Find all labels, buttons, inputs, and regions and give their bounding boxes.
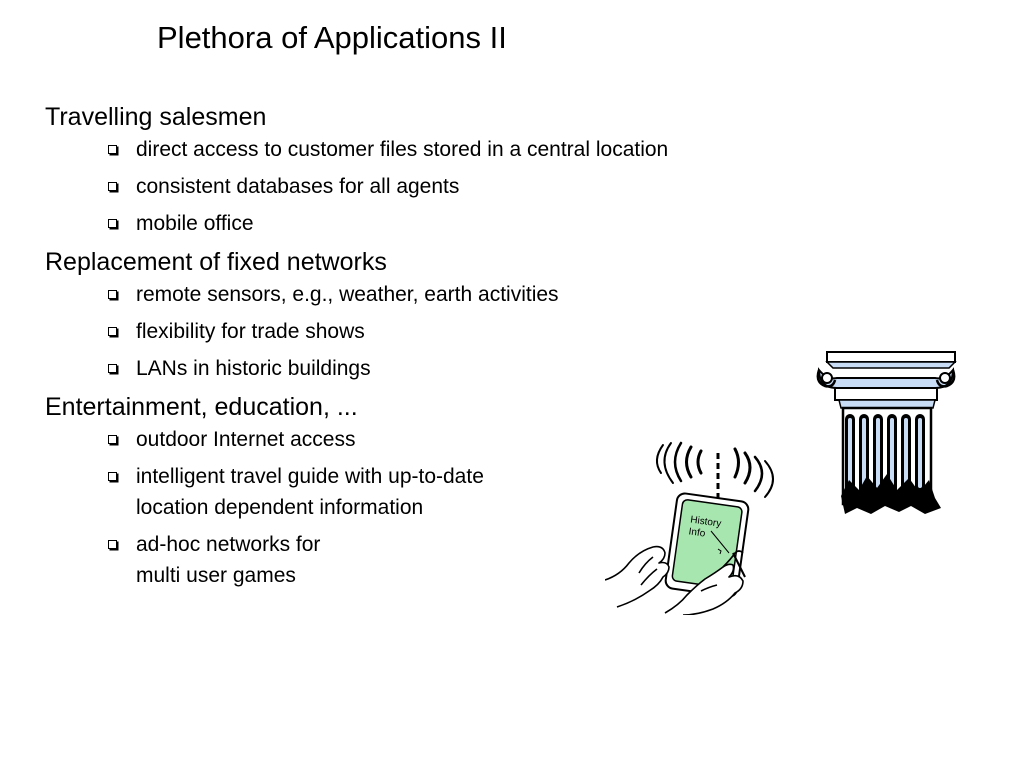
list-item: outdoor Internet access [105, 424, 825, 455]
bullet-text: mobile office [136, 212, 254, 235]
bullet-text: consistent databases for all agents [136, 175, 460, 198]
bullet-text: flexibility for trade shows [136, 320, 365, 343]
slide-title: Plethora of Applications II [157, 20, 507, 55]
hands-icon [605, 545, 746, 615]
list-item: direct access to customer files stored i… [105, 134, 825, 165]
section-travelling-salesmen: Travelling salesmen direct access to cus… [45, 100, 825, 239]
list-item: LANs in historic buildings [105, 353, 825, 384]
bullet-list: remote sensors, e.g., weather, earth act… [45, 279, 825, 384]
pda-screen-text-2: Info [688, 526, 706, 539]
list-item: flexibility for trade shows [105, 316, 825, 347]
checkbox-bullet-icon [108, 182, 117, 191]
bullet-text: intelligent travel guide with up-to-date… [136, 465, 484, 519]
slide-content: Travelling salesmen direct access to cus… [45, 100, 825, 597]
checkbox-bullet-icon [108, 219, 117, 228]
section-heading: Entertainment, education, ... [45, 393, 358, 421]
column-icon [816, 351, 957, 514]
section-heading: Replacement of fixed networks [45, 248, 387, 276]
bullet-list: direct access to customer files stored i… [45, 134, 825, 239]
pda-screen-text-1: History [690, 514, 722, 529]
checkbox-bullet-icon [108, 290, 117, 299]
section-heading: Travelling salesmen [45, 103, 267, 131]
list-item: mobile office [105, 208, 825, 239]
bullet-text: ad-hoc networks for multi user games [136, 533, 321, 587]
bullet-text: LANs in historic buildings [136, 357, 371, 380]
bullet-text: direct access to customer files stored i… [136, 138, 669, 161]
checkbox-bullet-icon [108, 364, 117, 373]
checkbox-bullet-icon [108, 145, 117, 154]
checkbox-bullet-icon [108, 540, 117, 549]
column-illustration [816, 351, 957, 514]
section-replacement-of-fixed-networks: Replacement of fixed networks remote sen… [45, 245, 825, 384]
list-item: remote sensors, e.g., weather, earth act… [105, 279, 825, 310]
bullet-list: outdoor Internet access intelligent trav… [45, 424, 825, 591]
list-item: intelligent travel guide with up-to-date… [105, 461, 825, 523]
list-item: consistent databases for all agents [105, 171, 825, 202]
radio-waves-icon [656, 441, 774, 498]
list-item: ad-hoc networks for multi user games [105, 529, 825, 591]
handheld-device-illustration: History Info [605, 441, 774, 615]
checkbox-bullet-icon [108, 472, 117, 481]
section-entertainment-education: Entertainment, education, ... outdoor In… [45, 390, 825, 591]
checkbox-bullet-icon [108, 327, 117, 336]
checkbox-bullet-icon [108, 435, 117, 444]
bullet-text: remote sensors, e.g., weather, earth act… [136, 283, 559, 306]
bullet-text: outdoor Internet access [136, 428, 356, 451]
